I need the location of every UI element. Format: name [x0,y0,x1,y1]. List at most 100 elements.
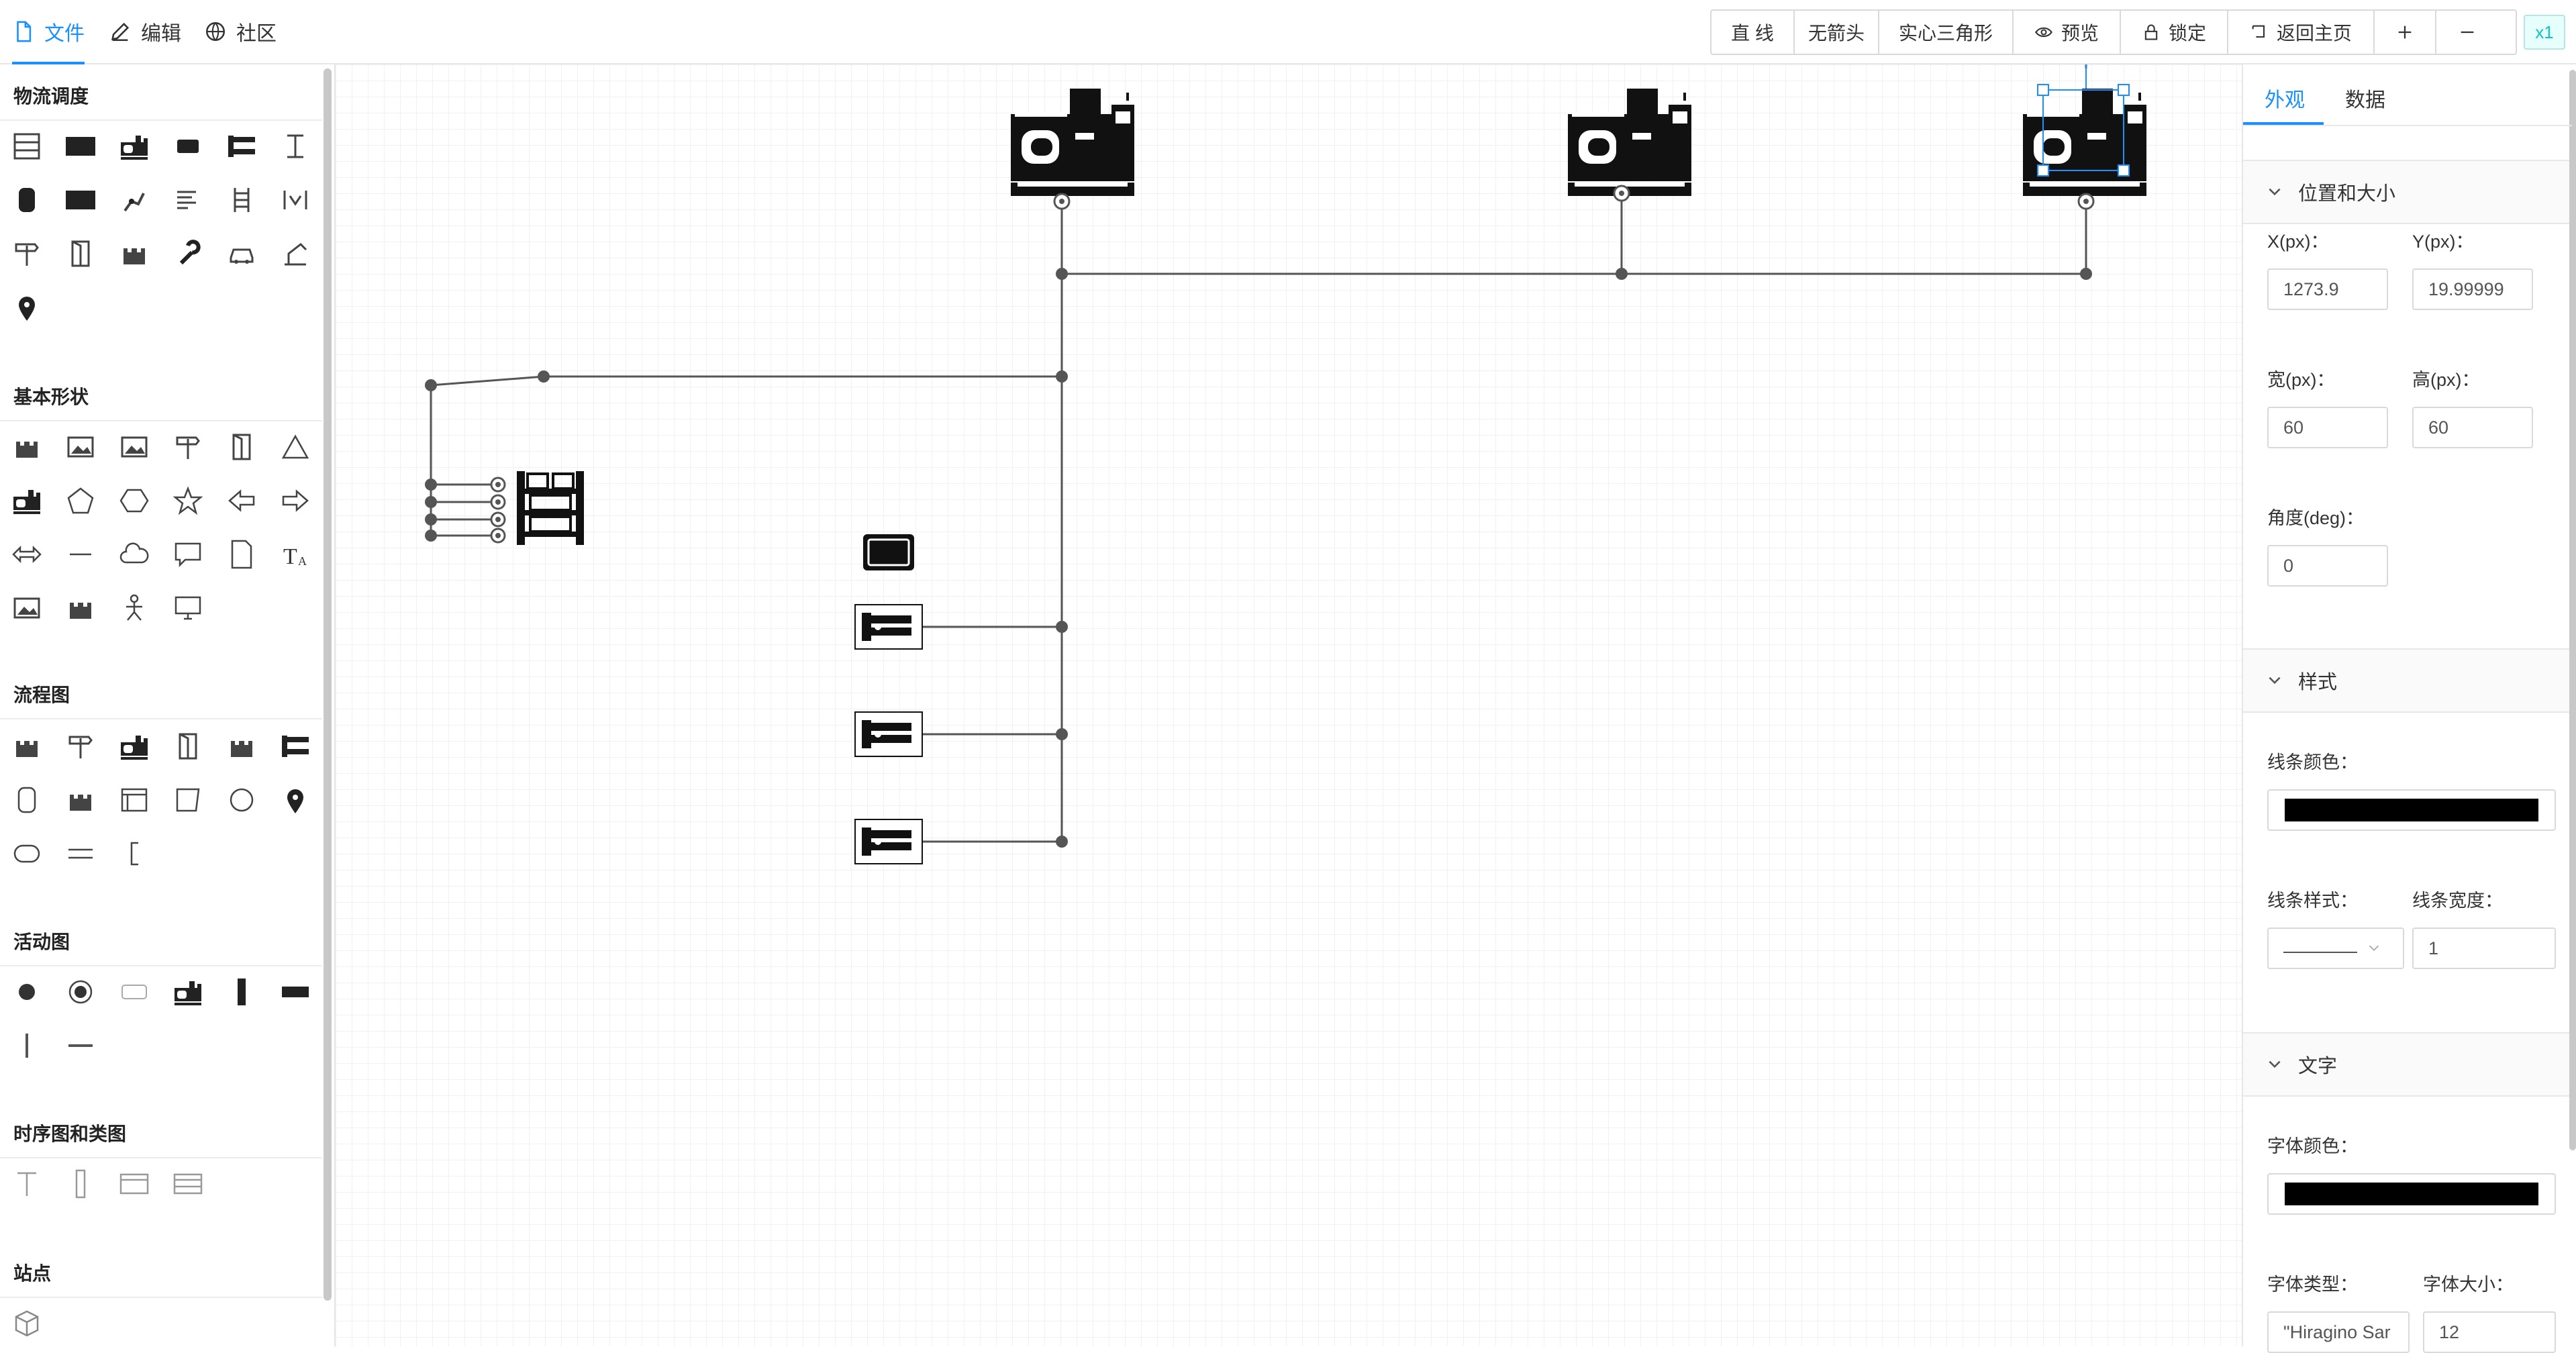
block-icon[interactable] [62,181,99,219]
connection-lines[interactable] [430,64,2087,843]
selection-box[interactable] [2037,84,2130,177]
font-type-input[interactable]: "Hiragino Sar [2267,1311,2410,1353]
line-type-button[interactable]: 直 线 [1712,11,1795,54]
menu-community[interactable]: 社区 [204,0,277,63]
menu-edit[interactable]: 编辑 [109,0,181,63]
location-pin-icon[interactable] [277,781,314,819]
card-icon[interactable] [169,781,207,819]
filled-circle-icon[interactable] [8,973,46,1011]
equals-icon[interactable] [62,835,99,872]
window-icon[interactable] [115,781,153,819]
angle-input[interactable]: 0 [2267,545,2388,587]
zoom-out-button[interactable] [2436,11,2498,54]
i-beam-icon[interactable] [277,128,314,165]
signpost-icon[interactable] [169,428,207,466]
cloud-icon[interactable] [115,536,153,573]
machine-icon[interactable] [115,728,153,765]
machine-icon[interactable] [115,128,153,165]
signpost-icon[interactable] [62,728,99,765]
gripper-station-3[interactable] [854,819,923,864]
database-icon[interactable] [8,781,46,819]
fork-horizontal-icon[interactable] [277,973,314,1011]
thin-bar-vertical-icon[interactable] [8,1027,46,1064]
pentagon-icon[interactable] [62,482,99,519]
block-icon[interactable] [62,128,99,165]
thin-bar-horizontal-icon[interactable] [62,1027,99,1064]
arrow-shape-button[interactable]: 实心三角形 [1879,11,2014,54]
hexagon-icon[interactable] [115,482,153,519]
screen-icon[interactable] [169,128,207,165]
location-pin-icon[interactable] [8,289,46,326]
rail-icon[interactable] [277,728,314,765]
cnc-machine-2[interactable] [1568,89,1691,196]
font-size-input[interactable]: 12 [2423,1311,2556,1353]
wrench-icon[interactable] [169,235,207,272]
gripper-station-2[interactable] [854,711,923,757]
line-style-select[interactable] [2267,928,2404,969]
robot-arm-icon[interactable] [115,181,153,219]
storage-rack[interactable] [517,471,584,545]
gripper-station-1[interactable] [854,604,923,650]
activity-rect-icon[interactable] [115,973,153,1011]
machine-icon[interactable] [8,482,46,519]
image-icon[interactable] [8,589,46,627]
height-input[interactable]: 60 [2412,407,2533,448]
fork-vertical-icon[interactable] [223,973,260,1011]
font-color-picker[interactable] [2267,1173,2556,1215]
cube-icon[interactable] [8,1305,46,1342]
machine-icon[interactable] [169,973,207,1011]
rounded-rect-icon[interactable] [8,835,46,872]
home-button[interactable]: 返回主页 [2228,11,2375,54]
palette-scrollbar[interactable] [324,68,332,1301]
y-input[interactable]: 19.99999 [2412,268,2533,310]
stick-figure-icon[interactable] [115,589,153,627]
menu-file[interactable]: 文件 [12,0,85,64]
line-width-input[interactable]: 1 [2412,928,2556,969]
castle-icon[interactable] [8,428,46,466]
line-icon[interactable] [62,536,99,573]
end-node-icon[interactable] [62,973,99,1011]
section-style[interactable]: 样式 [2243,648,2569,713]
zoom-in-button[interactable] [2375,11,2436,54]
line-color-picker[interactable] [2267,789,2556,831]
arrow-type-button[interactable]: 无箭头 [1795,11,1879,54]
signpost-icon[interactable] [8,235,46,272]
castle-icon[interactable] [115,235,153,272]
open-bracket-icon[interactable] [115,835,153,872]
double-arrow-icon[interactable] [8,536,46,573]
rail-icon[interactable] [223,128,260,165]
door-icon[interactable] [223,428,260,466]
class-box-2-icon[interactable] [169,1165,207,1203]
cnc-machine-1[interactable] [1011,89,1134,196]
section-text[interactable]: 文字 [2243,1032,2569,1097]
castle-icon[interactable] [62,781,99,819]
document-icon[interactable] [223,536,260,573]
star-icon[interactable] [169,482,207,519]
screen-device[interactable] [863,534,914,570]
arrow-right-icon[interactable] [277,482,314,519]
door-icon[interactable] [62,235,99,272]
width-input[interactable]: 60 [2267,407,2388,448]
castle-icon[interactable] [223,728,260,765]
triangle-icon[interactable] [277,428,314,466]
speech-bubble-icon[interactable] [169,536,207,573]
align-left-icon[interactable] [169,181,207,219]
lifeline-icon[interactable] [8,1165,46,1203]
image-icon[interactable] [62,428,99,466]
properties-scrollbar[interactable] [2569,70,2576,1150]
castle-icon[interactable] [8,728,46,765]
section-position-size[interactable]: 位置和大小 [2243,160,2569,224]
tab-appearance[interactable]: 外观 [2265,89,2305,111]
crane-icon[interactable] [277,235,314,272]
tab-data[interactable]: 数据 [2345,89,2385,111]
cnc-machine-3[interactable] [2023,89,2146,196]
activation-icon[interactable] [62,1165,99,1203]
lock-button[interactable]: 锁定 [2121,11,2228,54]
joint-points[interactable] [425,268,2092,848]
bracket-icon[interactable] [277,181,314,219]
car-icon[interactable] [223,235,260,272]
shelf-icon[interactable] [8,128,46,165]
x-input[interactable]: 1273.9 [2267,268,2388,310]
image-icon[interactable] [115,428,153,466]
